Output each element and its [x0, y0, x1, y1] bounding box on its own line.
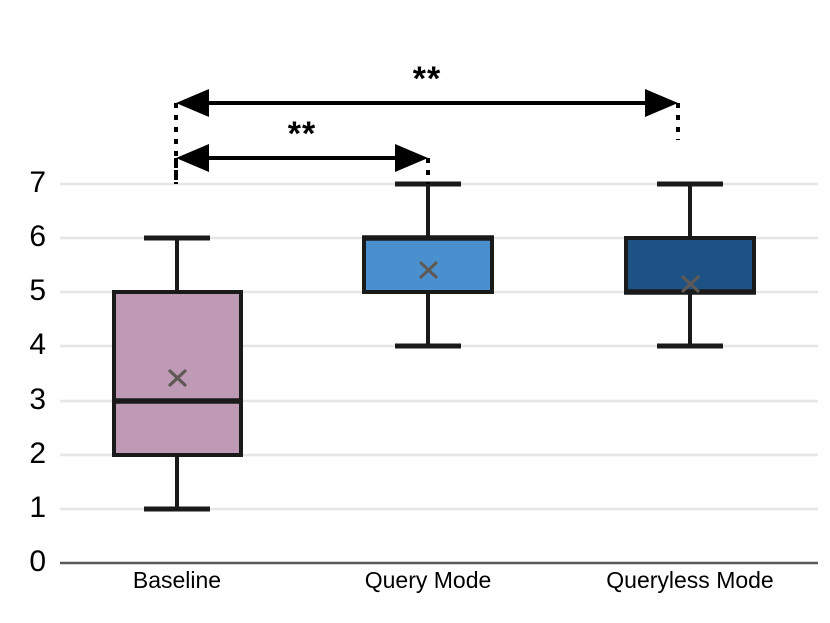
box-baseline[interactable] [112, 235, 243, 512]
mean-marker-baseline [168, 369, 187, 387]
significance-bracket-baseline-vs-queryless [174, 89, 680, 184]
y-tick-label-3: 3 [29, 383, 46, 416]
y-tick-label-6: 6 [29, 220, 46, 253]
bracket-arrowhead-right-upper [645, 89, 678, 117]
y-tick-label-1: 1 [29, 491, 46, 524]
y-tick-label-5: 5 [29, 274, 46, 307]
significance-bracket-baseline-vs-query-mode [174, 144, 430, 184]
x-category-label-query-mode: Query Mode [364, 567, 492, 593]
box-rect-baseline[interactable] [112, 290, 243, 457]
mean-marker-queryless-mode [681, 275, 700, 293]
bracket-arrowhead-right-lower [395, 144, 428, 172]
y-tick-label-7: 7 [29, 166, 46, 199]
y-tick-label-2: 2 [29, 437, 46, 470]
mean-marker-query-mode [419, 261, 438, 279]
box-query-mode[interactable] [362, 181, 494, 349]
significance-label-baseline-vs-queryless: ** [412, 60, 442, 98]
x-category-label-baseline: Baseline [132, 567, 222, 593]
bracket-arrowhead-left-lower [176, 144, 209, 172]
x-category-label-queryless-mode: Queryless Mode [606, 567, 774, 593]
bracket-arrowhead-left-upper [176, 89, 209, 117]
box-queryless-mode[interactable] [624, 181, 756, 349]
box-rect-query-mode[interactable] [362, 236, 494, 294]
y-tick-label-4: 4 [29, 328, 46, 361]
y-tick-label-0: 0 [29, 545, 46, 578]
significance-label-baseline-vs-query-mode: ** [287, 115, 317, 153]
